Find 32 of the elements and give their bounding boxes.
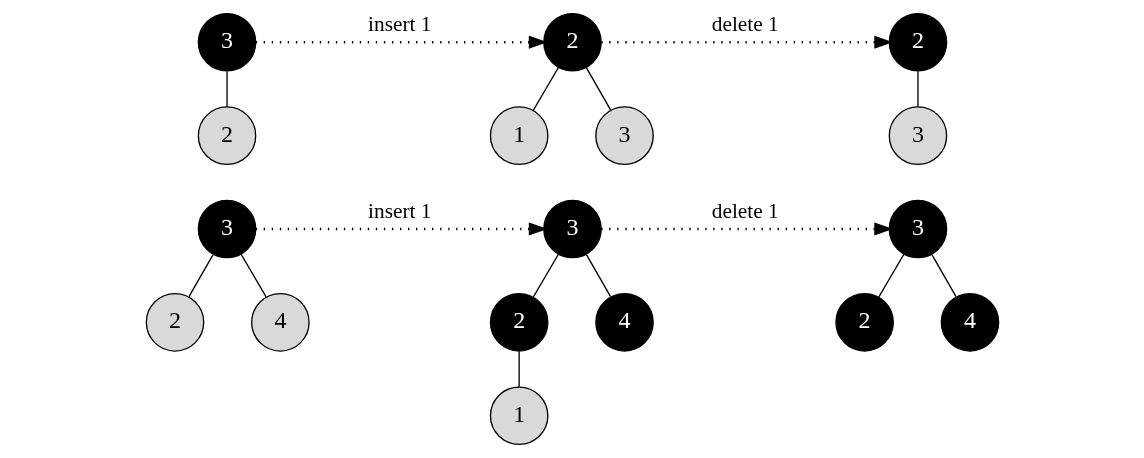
connector	[532, 66, 559, 111]
node-circle: 4	[940, 293, 999, 352]
edge-label: delete 1	[711, 199, 779, 224]
connector	[518, 350, 520, 388]
node-circle: 1	[489, 106, 548, 165]
node-circle: 1	[489, 386, 548, 446]
connector	[187, 253, 214, 298]
connector	[225, 70, 228, 108]
edge-label: insert 1	[367, 12, 431, 37]
node-circle: 3	[888, 106, 947, 165]
node-circle: 3	[594, 106, 654, 165]
node-circle: 2	[888, 12, 947, 72]
node-circle: 2	[197, 106, 256, 165]
connector	[877, 253, 905, 298]
node-circle: 3	[888, 199, 947, 259]
node-circle: 4	[594, 293, 654, 352]
node-circle: 3	[197, 199, 256, 259]
node-circle: 4	[250, 293, 310, 352]
edge-label: insert 1	[367, 199, 431, 224]
connector	[585, 253, 611, 298]
node-circle: 2	[489, 293, 548, 352]
node-circle: 3	[542, 199, 602, 259]
edge-label: delete 1	[711, 12, 779, 37]
node-circle: 2	[542, 12, 602, 72]
node-circle: 2	[834, 293, 894, 352]
node-circle: 2	[145, 293, 204, 352]
connector	[532, 253, 559, 298]
connector	[916, 70, 919, 108]
connector	[239, 253, 267, 298]
connector	[930, 253, 957, 298]
node-circle: 3	[197, 12, 256, 72]
connector	[585, 67, 611, 111]
